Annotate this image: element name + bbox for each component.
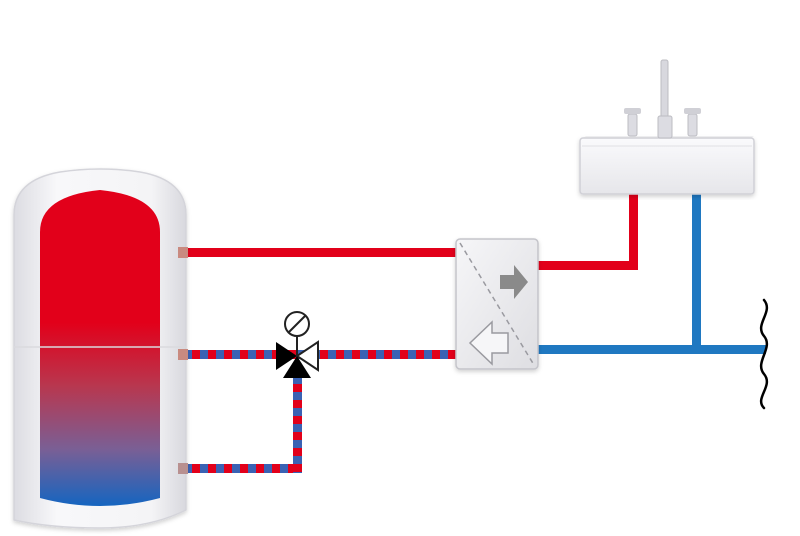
valve-right-port [295, 340, 319, 372]
mains-break-icon [759, 298, 769, 410]
hot-out-arrow-icon [500, 265, 528, 299]
bypass-pipe [180, 370, 302, 473]
tank-port-top [178, 247, 188, 258]
faucet-icon [624, 59, 701, 139]
cold-mains-pipe [538, 190, 766, 354]
washbasin [579, 59, 755, 195]
valve-left-port [276, 342, 297, 370]
tank-content [40, 190, 160, 506]
tank-port-bottom [178, 463, 188, 474]
hot-supply-pipe [180, 248, 458, 257]
cold-in-arrow-icon [468, 320, 509, 366]
hot-tap-pipe [538, 190, 638, 270]
valve-bottom-port [283, 356, 311, 378]
storage-tank [13, 168, 188, 529]
mixing-valve [276, 311, 319, 378]
hx-divider [459, 242, 535, 366]
tank-port-middle [178, 349, 188, 360]
heat-exchanger [455, 238, 539, 370]
